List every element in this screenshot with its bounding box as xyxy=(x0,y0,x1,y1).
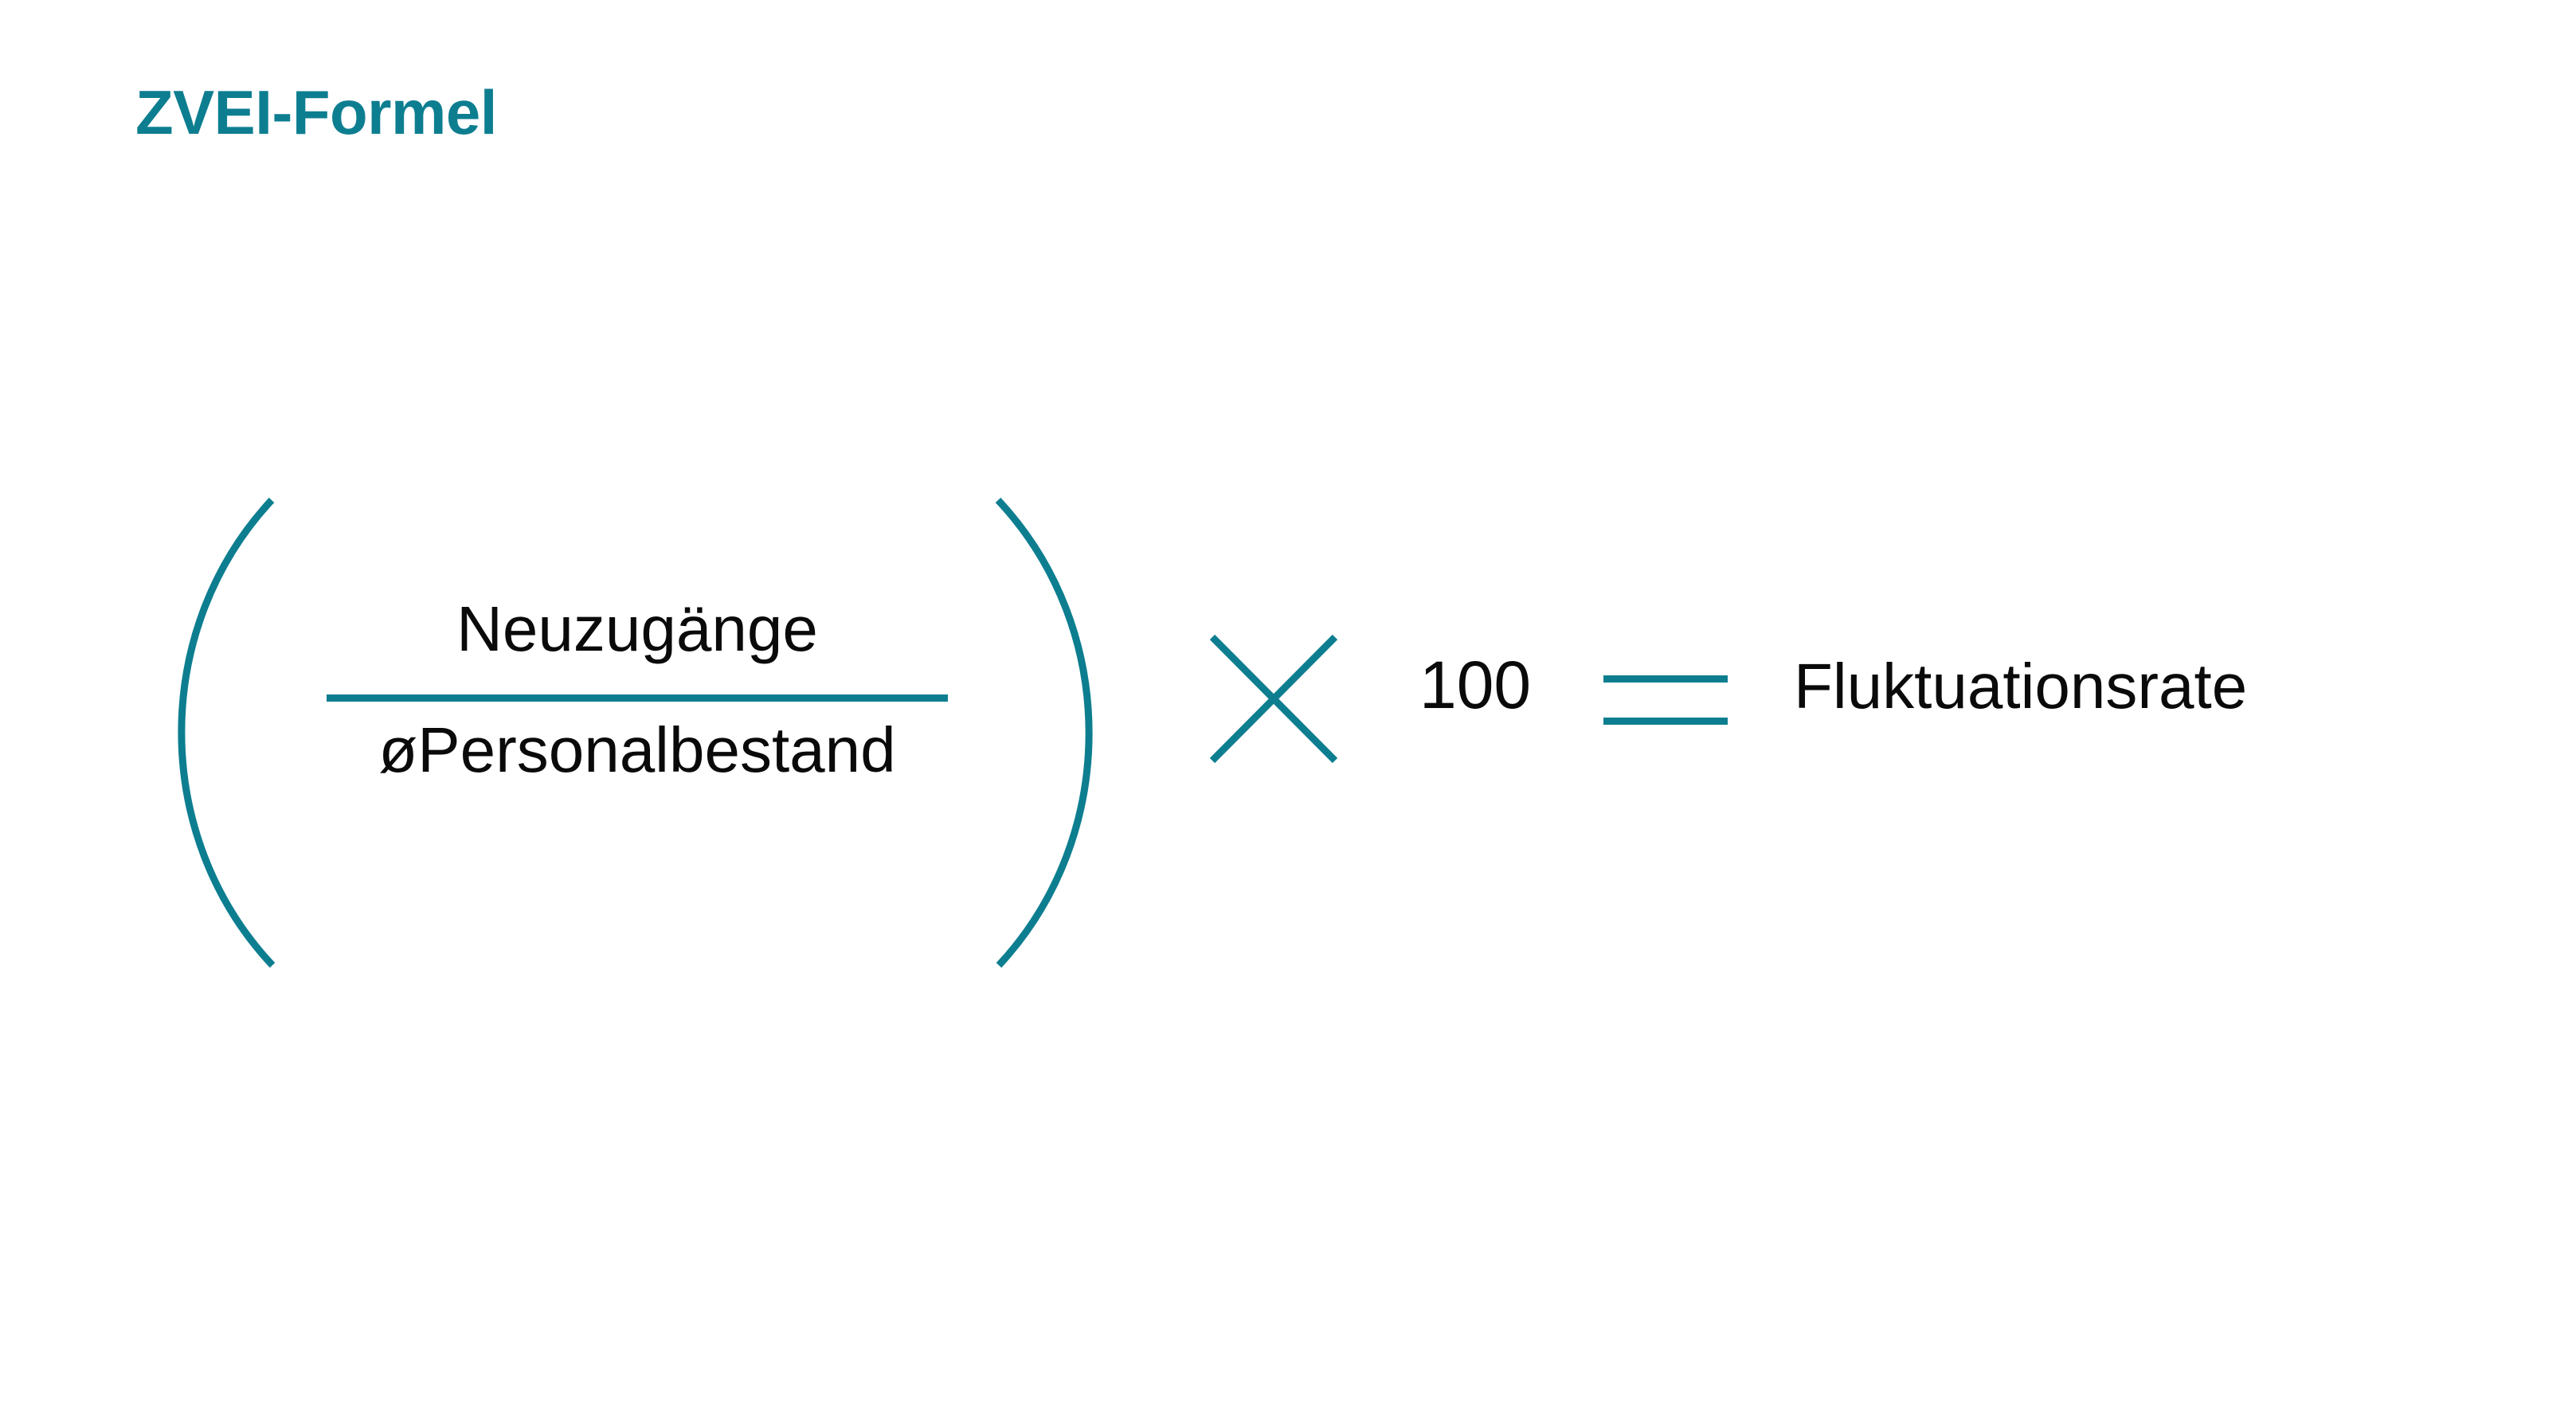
equals-icon xyxy=(1603,675,1728,725)
left-parenthesis-icon xyxy=(178,497,276,968)
result-label: Fluktuationsrate xyxy=(1794,651,2248,722)
fraction-numerator: Neuzugänge xyxy=(456,593,818,664)
fraction-denominator: øPersonalbestand xyxy=(378,714,896,785)
fraction-bar xyxy=(327,694,948,702)
multiply-icon xyxy=(1209,634,1338,764)
right-parenthesis-icon xyxy=(995,497,1093,968)
multiplier-value: 100 xyxy=(1419,647,1532,722)
page-title: ZVEI-Formel xyxy=(135,77,497,147)
